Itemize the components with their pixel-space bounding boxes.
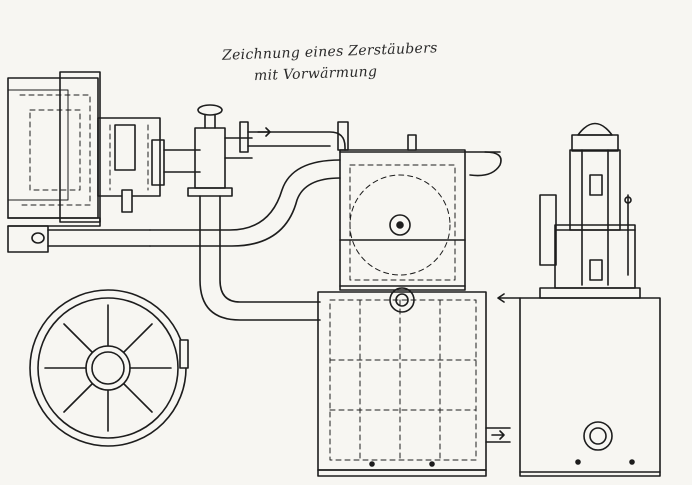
valve-assembly xyxy=(163,104,271,197)
lower-feed-pipe xyxy=(7,225,151,253)
engine-block xyxy=(7,71,101,227)
burner-ring xyxy=(29,289,189,447)
side-view-assembly xyxy=(497,122,661,477)
vertical-pipe xyxy=(199,195,321,321)
atomizer-upper-box xyxy=(339,134,502,291)
upper-curved-pipe xyxy=(149,121,349,247)
tank-lower-box xyxy=(317,287,511,477)
pump-housing xyxy=(97,117,165,213)
